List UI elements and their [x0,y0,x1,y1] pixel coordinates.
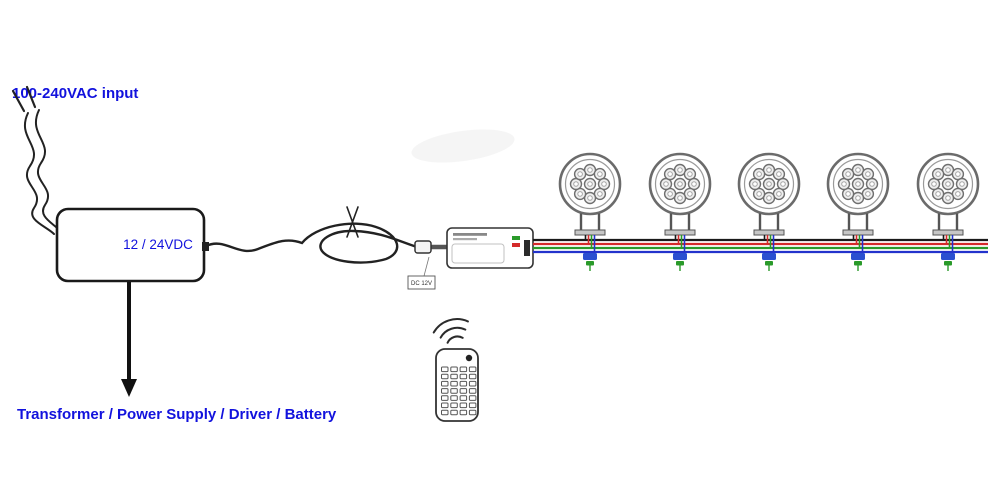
plug-prong-1 [11,89,26,113]
remote-button [459,366,468,373]
controller-label-area [451,243,505,264]
remote-button [450,395,458,401]
psu-caption-pointer [121,282,137,397]
tag-text: DC 12V [411,281,432,287]
remote-button [468,366,477,373]
remote-button [459,388,468,394]
dc-voltage-tag: DC 12V [407,256,436,290]
ir-waves-icon [432,318,469,344]
led-puck-light [826,152,890,237]
remote-power-button [465,354,473,362]
psu-caption-label: Transformer / Power Supply / Driver / Ba… [17,406,337,423]
led-lights [558,152,980,237]
ac-cord-wire-1 [23,112,55,235]
remote-button [450,380,458,387]
ac-input-label: 100-240VAC input [12,85,138,102]
remote-button [441,402,449,409]
arrow-head [121,379,137,397]
led-puck-light [648,152,712,237]
watermark-smudge [411,129,515,163]
remote-button [441,395,449,401]
remote-button [459,380,468,387]
remote-button [459,409,468,416]
power-supply: 12 / 24VDC [55,207,209,283]
ac-cord-wire-2 [34,109,61,232]
remote-button [468,409,477,416]
remote-button [459,373,468,380]
rgb-controller [446,227,534,269]
ir-remote [432,318,479,422]
remote-button [450,402,458,409]
remote-buttons [441,366,477,416]
controller-output-terminal [524,240,530,256]
remote-button [468,388,477,394]
tag-leader-line [423,256,430,277]
dc-cable [204,206,419,264]
remote-button [459,395,468,401]
dc-cable-path [204,222,419,264]
ir-wave-3 [432,318,469,334]
ac-plug-cord [11,85,61,235]
led-puck-light [916,152,980,237]
remote-button [459,402,468,409]
remote-button [468,380,477,387]
remote-button [450,388,458,394]
controller-led-red [512,243,520,247]
remote-button [468,395,477,401]
remote-button [441,409,449,416]
ir-wave-1 [446,335,464,344]
remote-button [441,373,449,380]
remote-button [441,388,449,394]
remote-button [468,373,477,380]
controller-marking-1 [453,233,487,236]
tag-box [407,275,436,290]
plug-prong-2 [25,85,37,109]
remote-button [441,366,449,373]
remote-button [468,402,477,409]
led-puck-light [558,152,622,237]
dc-output-label: 12 / 24VDC [123,237,193,252]
controller-led-green [512,236,520,240]
dc-plug [414,240,448,254]
cable-tie-2 [346,206,359,238]
led-puck-light [737,152,801,237]
dc-plug-body [414,240,432,254]
remote-button [441,380,449,387]
remote-button [450,409,458,416]
ir-wave-2 [439,326,467,339]
wire-bus [533,238,988,254]
remote-button [450,366,458,373]
remote-button [450,373,458,380]
controller-marking-2 [453,238,477,241]
